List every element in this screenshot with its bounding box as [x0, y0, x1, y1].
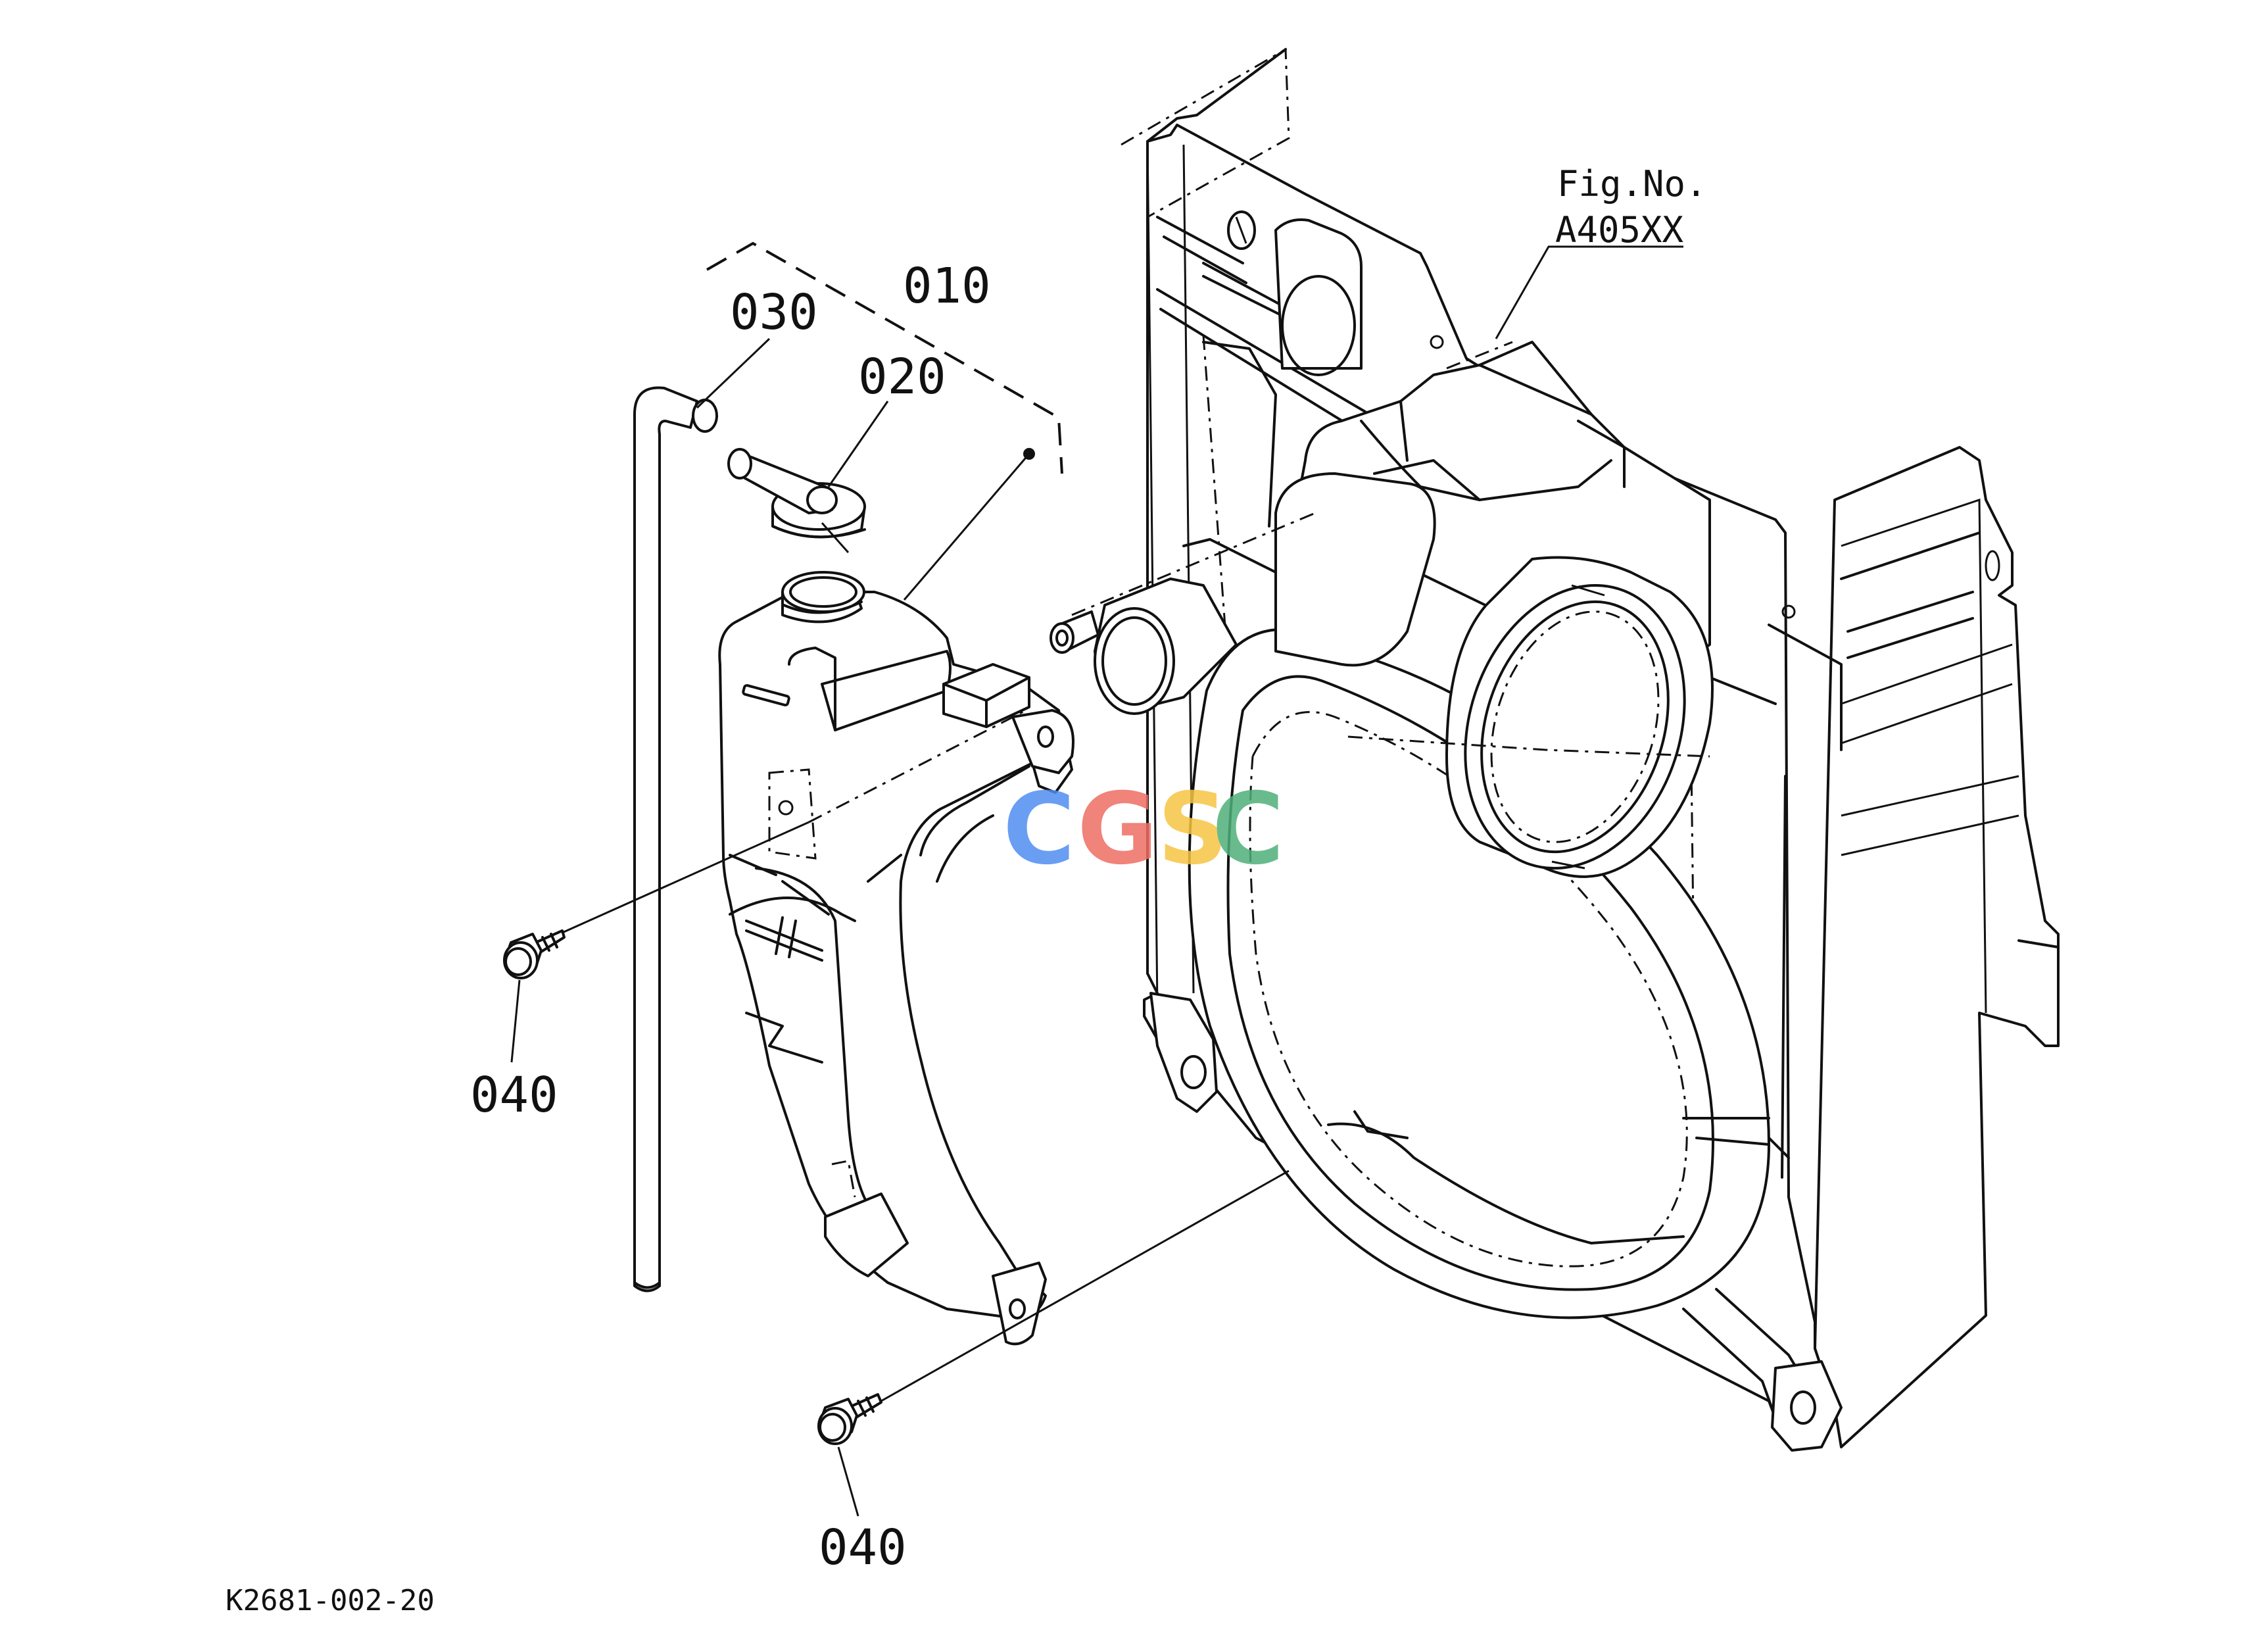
- overflow-hose: [633, 386, 718, 1292]
- reservoir-cap: [727, 448, 866, 539]
- fig-no-caption: Fig.No.: [1557, 163, 1707, 205]
- bolt-upper: [503, 929, 566, 979]
- bolt-lower: [817, 1393, 882, 1445]
- hose-stub: [1050, 610, 1099, 654]
- fan-shroud: [1071, 47, 2060, 1452]
- watermark-letter-c1: C: [1003, 772, 1075, 887]
- label-010: 010: [903, 258, 991, 314]
- watermark-letter-g: G: [1077, 772, 1158, 887]
- fig-no-value: A405XX: [1555, 209, 1684, 251]
- leader-lines: [510, 241, 1683, 1517]
- reservoir-tank: [718, 571, 1074, 1346]
- label-020: 020: [858, 349, 946, 405]
- label-040-upper: 040: [470, 1067, 558, 1123]
- watermark-letter-s: S: [1157, 772, 1228, 887]
- label-040-lower: 040: [819, 1519, 907, 1576]
- label-030: 030: [730, 284, 818, 341]
- watermark: C G S C: [1003, 772, 1284, 887]
- drawing-code: K2681-002-20: [226, 1584, 435, 1617]
- watermark-letter-c2: C: [1212, 772, 1284, 887]
- labels: 010 020 030 040 040 Fig.No. A405XX K2681…: [226, 163, 1707, 1617]
